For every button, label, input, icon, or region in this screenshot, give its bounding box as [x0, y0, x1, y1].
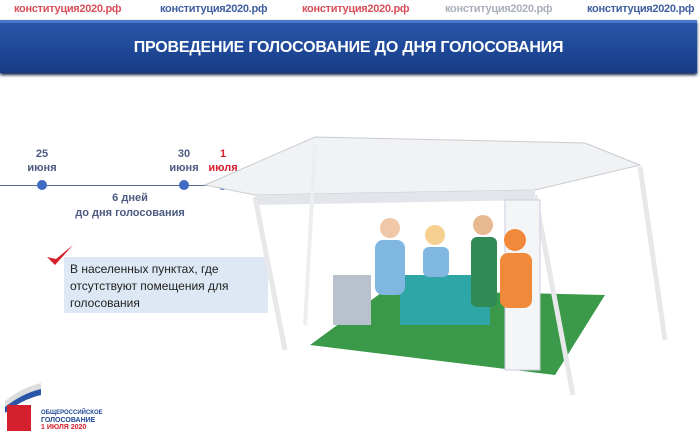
checkmark-icon: [47, 245, 73, 265]
person: [500, 253, 532, 308]
date-day: 25: [35, 148, 49, 160]
timeline-dot: [37, 180, 47, 190]
note-box: В населенных пунктах, где отсутствуют по…: [64, 257, 268, 313]
ballot-box: [333, 275, 371, 325]
logo-line: ОБЩЕРОССИЙСКОЕ: [41, 410, 103, 416]
logo-flag-icon: [5, 383, 41, 431]
date-month: июля: [208, 162, 238, 174]
tent-valance: [255, 190, 535, 205]
site-link[interactable]: конституция2020.рф: [587, 3, 695, 15]
page-title: ПРОВЕДЕНИЕ ГОЛОСОВАНИЕ ДО ДНЯ ГОЛОСОВАНИ…: [133, 39, 564, 56]
logo-line: ГОЛОСОВАНИЕ: [41, 417, 96, 424]
logo-line: 1 ИЮЛЯ 2020: [41, 424, 87, 431]
site-link[interactable]: конституция2020.рф: [160, 3, 268, 15]
voting-tent-illustration: [203, 136, 668, 396]
date-june-30: 30 июня: [164, 147, 204, 175]
site-link[interactable]: конституция2020.рф: [445, 3, 553, 15]
person: [423, 247, 449, 277]
date-month: июня: [169, 162, 199, 174]
timeline-dot: [179, 180, 189, 190]
title-banner: ПРОВЕДЕНИЕ ГОЛОСОВАНИЕ ДО ДНЯ ГОЛОСОВАНИ…: [0, 20, 697, 73]
person: [471, 237, 497, 307]
timeline-line: [0, 185, 262, 186]
person: [375, 240, 405, 295]
date-june-25: 25 июня: [22, 147, 62, 175]
site-link[interactable]: конституция2020.рф: [14, 3, 122, 15]
date-day: 1: [219, 148, 227, 160]
days-label: 6 дней до дня голосования: [60, 191, 200, 221]
note-text: В населенных пунктах, где отсутствуют по…: [70, 262, 229, 310]
date-month: июня: [27, 162, 57, 174]
days-caption: до дня голосования: [75, 207, 185, 219]
date-day: 30: [177, 148, 191, 160]
days-count: 6 дней: [112, 192, 148, 204]
logo-text: ОБЩЕРОССИЙСКОЕ ГОЛОСОВАНИЕ 1 ИЮЛЯ 2020: [41, 410, 103, 431]
tent-roof: [203, 136, 642, 196]
site-link[interactable]: конституция2020.рф: [302, 3, 410, 15]
date-july-1: 1 июля: [203, 147, 243, 175]
